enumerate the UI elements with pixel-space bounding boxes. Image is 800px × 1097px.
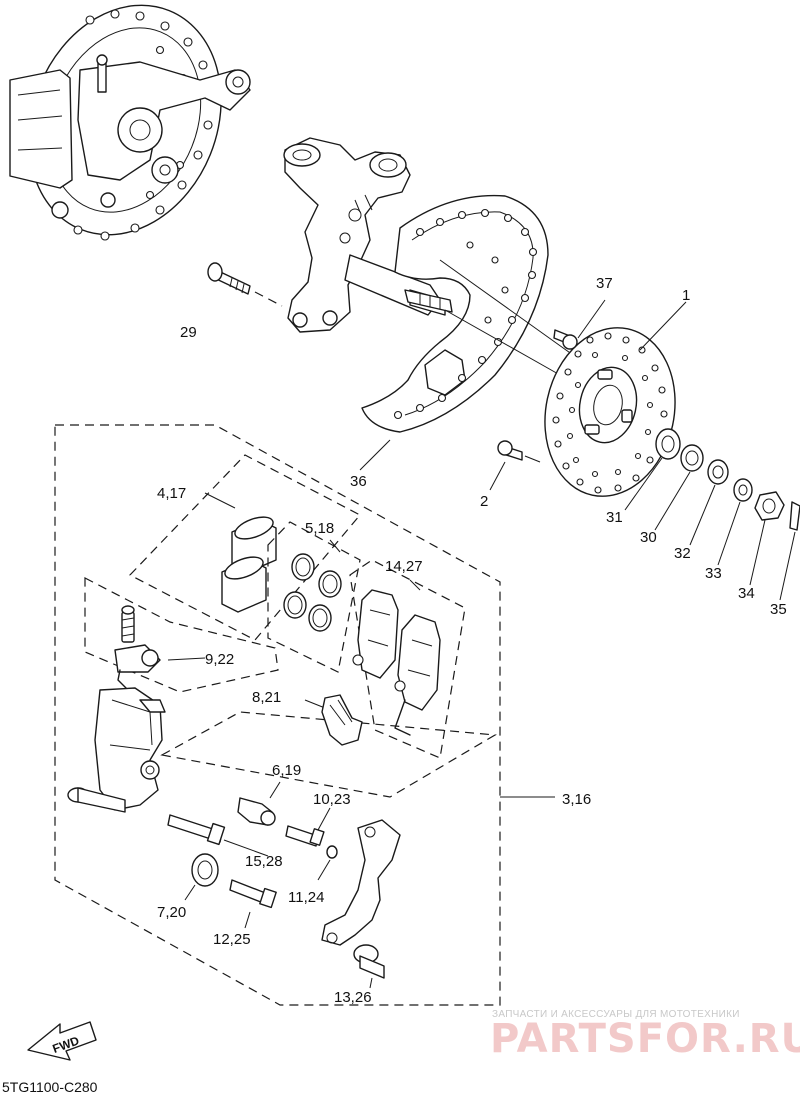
- callout-7-20: 7,20: [157, 904, 186, 921]
- callout-labels: 1 2 3,16 4,17 5,18 6,19 7,20 8,21 9,22 1…: [157, 275, 787, 1006]
- callout-31: 31: [606, 509, 623, 526]
- callout-4-17: 4,17: [157, 485, 186, 502]
- callout-9-22: 9,22: [205, 651, 234, 668]
- callout-36: 36: [350, 473, 367, 490]
- sleeve-6-illustration: [237, 781, 281, 826]
- callout-12-25: 12,25: [213, 931, 251, 948]
- callout-3-16: 3,16: [562, 791, 591, 808]
- pin-13-illustration: [353, 944, 385, 989]
- bolt-29-illustration: [207, 262, 283, 307]
- assembled-hub-illustration: [9, 4, 251, 241]
- watermark: ЗАПЧАСТИ И АКСЕССУАРЫ ДЛЯ МОТОТЕХНИКИ PA…: [490, 1009, 800, 1062]
- callout-6-19: 6,19: [272, 762, 301, 779]
- caliper-assembly-boundary: [54, 424, 501, 1006]
- caliper-bracket-illustration: [321, 819, 401, 946]
- watermark-brand: PARTSFOR.RU: [490, 1016, 800, 1062]
- callout-35: 35: [770, 601, 787, 618]
- callout-5-18: 5,18: [305, 520, 334, 537]
- callout-14-27: 14,27: [385, 558, 423, 575]
- bleed-kit-boundary: [84, 577, 279, 693]
- pistons-illustration: [221, 516, 277, 613]
- pad-kit-boundary: [349, 559, 466, 759]
- callout-30: 30: [640, 529, 657, 546]
- callout-37: 37: [596, 275, 613, 292]
- watermark-tagline: ЗАПЧАСТИ И АКСЕССУАРЫ ДЛЯ МОТОТЕХНИКИ: [492, 1009, 740, 1020]
- caliper-body-illustration: [67, 687, 166, 813]
- disc-guard-illustration: [361, 194, 549, 433]
- washer-11-illustration: [317, 845, 338, 881]
- callout-34: 34: [738, 585, 755, 602]
- bolt-37-illustration: [553, 329, 578, 350]
- callout-15-28: 15,28: [245, 853, 283, 870]
- bleed-screw-illustration: [114, 605, 161, 691]
- callout-29: 29: [180, 324, 197, 341]
- pad-spring-illustration: [321, 694, 363, 746]
- diagram-code: 5TG1100-C280: [2, 1079, 98, 1095]
- callout-1: 1: [682, 287, 690, 304]
- piston-kit-boundary: [129, 454, 361, 641]
- callout-32: 32: [674, 545, 691, 562]
- seal-kit-boundary: [267, 521, 361, 673]
- guide-pin-15-illustration: [167, 814, 269, 857]
- brake-pads-illustration: [352, 589, 441, 736]
- brake-disc-illustration: [544, 327, 676, 497]
- bolt-12-illustration: [229, 879, 277, 929]
- callout-10-23: 10,23: [313, 791, 351, 808]
- callout-33: 33: [705, 565, 722, 582]
- axle-stub-illustration: [404, 289, 453, 313]
- callout-11-24: 11,24: [288, 889, 324, 906]
- fwd-arrow-icon: FWD: [27, 1021, 97, 1061]
- disc-guard-holes: [393, 208, 538, 420]
- hub-stack-illustration: [655, 428, 800, 531]
- callout-8-21: 8,21: [252, 689, 281, 706]
- seals-illustration: [283, 553, 342, 632]
- bolt-2-illustration: [497, 440, 541, 463]
- boot-7-illustration: [184, 853, 219, 901]
- callout-2: 2: [480, 493, 488, 510]
- brake-disc-holes: [552, 332, 668, 494]
- bolt-10-illustration: [285, 807, 331, 847]
- pad-spring-boundary: [160, 711, 497, 798]
- callout-13-26: 13,26: [334, 989, 372, 1006]
